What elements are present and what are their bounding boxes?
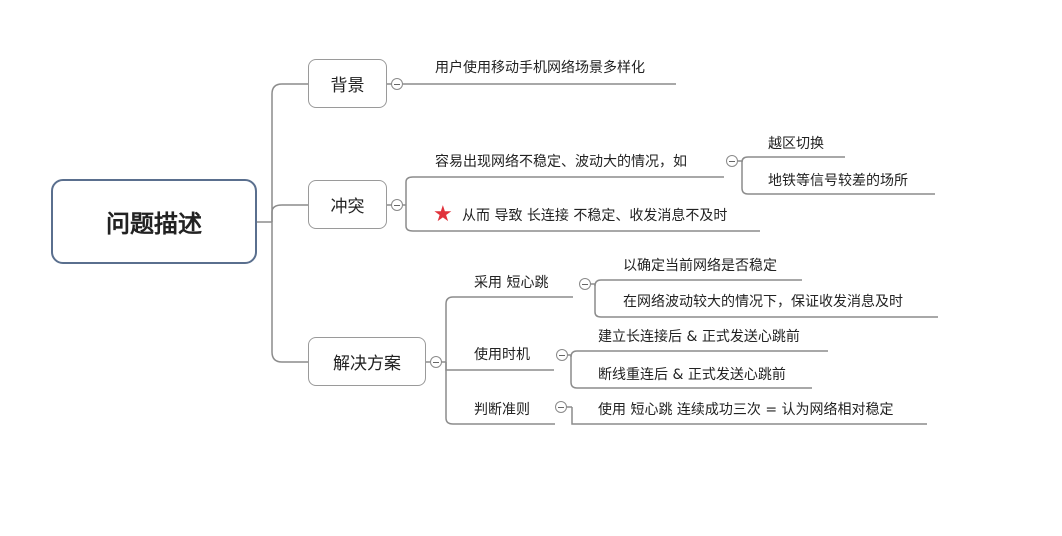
node-label[interactable]: 用户使用移动手机网络场景多样化 (435, 60, 645, 76)
collapse-toggle-icon[interactable] (555, 401, 567, 413)
node-label[interactable]: 判断准则 (474, 402, 530, 418)
collapse-toggle-icon[interactable] (579, 278, 591, 290)
collapse-toggle-icon[interactable] (726, 155, 738, 167)
node-label[interactable]: 断线重连后 & 正式发送心跳前 (598, 367, 786, 383)
branch-conflict[interactable]: 冲突 (308, 180, 387, 229)
node-label[interactable]: 越区切换 (768, 136, 824, 152)
star-icon: ★ (433, 202, 453, 227)
collapse-toggle-icon[interactable] (556, 349, 568, 361)
node-label[interactable]: 从而 导致 长连接 不稳定、收发消息不及时 (462, 208, 728, 224)
node-label[interactable]: 容易出现网络不稳定、波动大的情况，如 (435, 154, 687, 170)
root-topic[interactable]: 问题描述 (51, 179, 257, 264)
branch-background[interactable]: 背景 (308, 59, 387, 108)
node-label[interactable]: 以确定当前网络是否稳定 (623, 258, 777, 274)
node-label[interactable]: 采用 短心跳 (474, 275, 549, 291)
branch-solution[interactable]: 解决方案 (308, 337, 426, 386)
collapse-toggle-icon[interactable] (430, 356, 442, 368)
node-label[interactable]: 地铁等信号较差的场所 (768, 173, 908, 189)
node-label[interactable]: 建立长连接后 & 正式发送心跳前 (598, 329, 800, 345)
collapse-toggle-icon[interactable] (391, 78, 403, 90)
collapse-toggle-icon[interactable] (391, 199, 403, 211)
node-label[interactable]: 使用时机 (474, 347, 530, 363)
node-label[interactable]: 在网络波动较大的情况下，保证收发消息及时 (623, 294, 903, 310)
node-label[interactable]: 使用 短心跳 连续成功三次 = 认为网络相对稳定 (598, 402, 894, 418)
